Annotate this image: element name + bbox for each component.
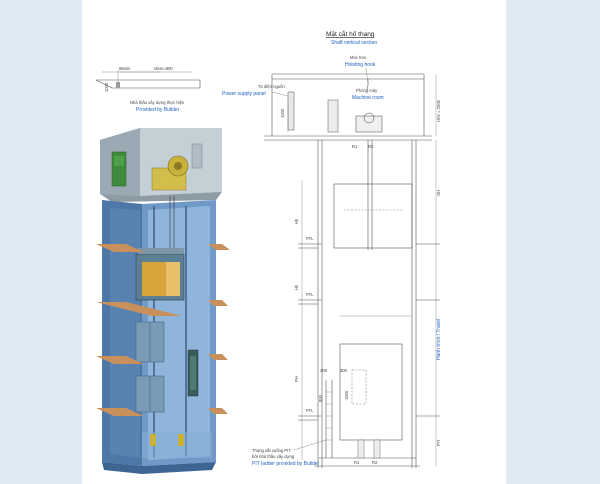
elevator-drawing: 95min Idem=800 1000 Nhà thầu xây dựng th… [95, 29, 442, 474]
dim-300b: 300 [340, 368, 348, 373]
dim-ffl2: FFL [306, 292, 314, 297]
shaft-section: R1 R2 Hh FFL Hh FFL PH FFL 300 300 1500 … [252, 140, 442, 468]
pit-ladder-vi-2: bởi nhà thầu xây dựng [252, 454, 295, 459]
hoisting-hook-en: Hoisting hook [345, 62, 376, 68]
dim-300a: 300 [320, 368, 328, 373]
power-panel-en: Power supply panel [222, 91, 266, 97]
dim-hmr: Hmr = 2000 [436, 99, 441, 122]
dim-fh2: Hh [294, 284, 299, 290]
dim-1000a: 1000 [104, 82, 109, 92]
pit-ladder-en: PIT ladder provided by Builder [252, 461, 320, 467]
dim-pit: PIT [436, 439, 441, 446]
dim-1500: 1500 [344, 390, 349, 400]
dim-800: 800 [318, 394, 323, 402]
machine-room-vi: Phòng máy [356, 88, 378, 93]
elevator-3d-illustration [96, 128, 230, 474]
dim-fh1: Hh [294, 218, 299, 224]
mr-r2: R2 [368, 144, 374, 149]
travel-label: Hành trình / Travel [436, 319, 442, 360]
builder-label-vi: Nhà thầu xây dựng thực hiện [130, 100, 185, 105]
builder-label-en: Provided by Builder [136, 107, 180, 113]
machine-room-section: Móc treo Hoisting hook Tủ điện nguồn Pow… [222, 55, 441, 149]
section-title-en: Shaft vertical section [331, 40, 377, 46]
section-title-vi: Mặt cắt hố thang [326, 29, 375, 38]
mr-r1: R1 [352, 144, 358, 149]
hoisting-hook-vi: Móc treo [350, 55, 367, 60]
pit-r1: R1 [354, 460, 360, 465]
dim-ffl3: FFL [306, 408, 314, 413]
builder-beam-detail: 95min Idem=800 1000 Nhà thầu xây dựng th… [95, 66, 201, 113]
pit-ladder-vi-1: Thang sắt xuống PIT [252, 448, 291, 453]
dim-95min: 95min [119, 66, 131, 71]
dim-ph: PH [294, 376, 299, 382]
machine-room-en: Machine room [352, 95, 384, 101]
dim-1000b: 1000 [280, 108, 285, 118]
dim-oh: OH [436, 190, 441, 196]
dim-width: Idem=800 [154, 66, 173, 71]
power-panel-vi: Tủ điện nguồn [258, 84, 285, 89]
pit-r2: R2 [372, 460, 378, 465]
drawing-sheet: 95min Idem=800 1000 Nhà thầu xây dựng th… [82, 0, 506, 484]
dim-ffl1: FFL [306, 236, 314, 241]
